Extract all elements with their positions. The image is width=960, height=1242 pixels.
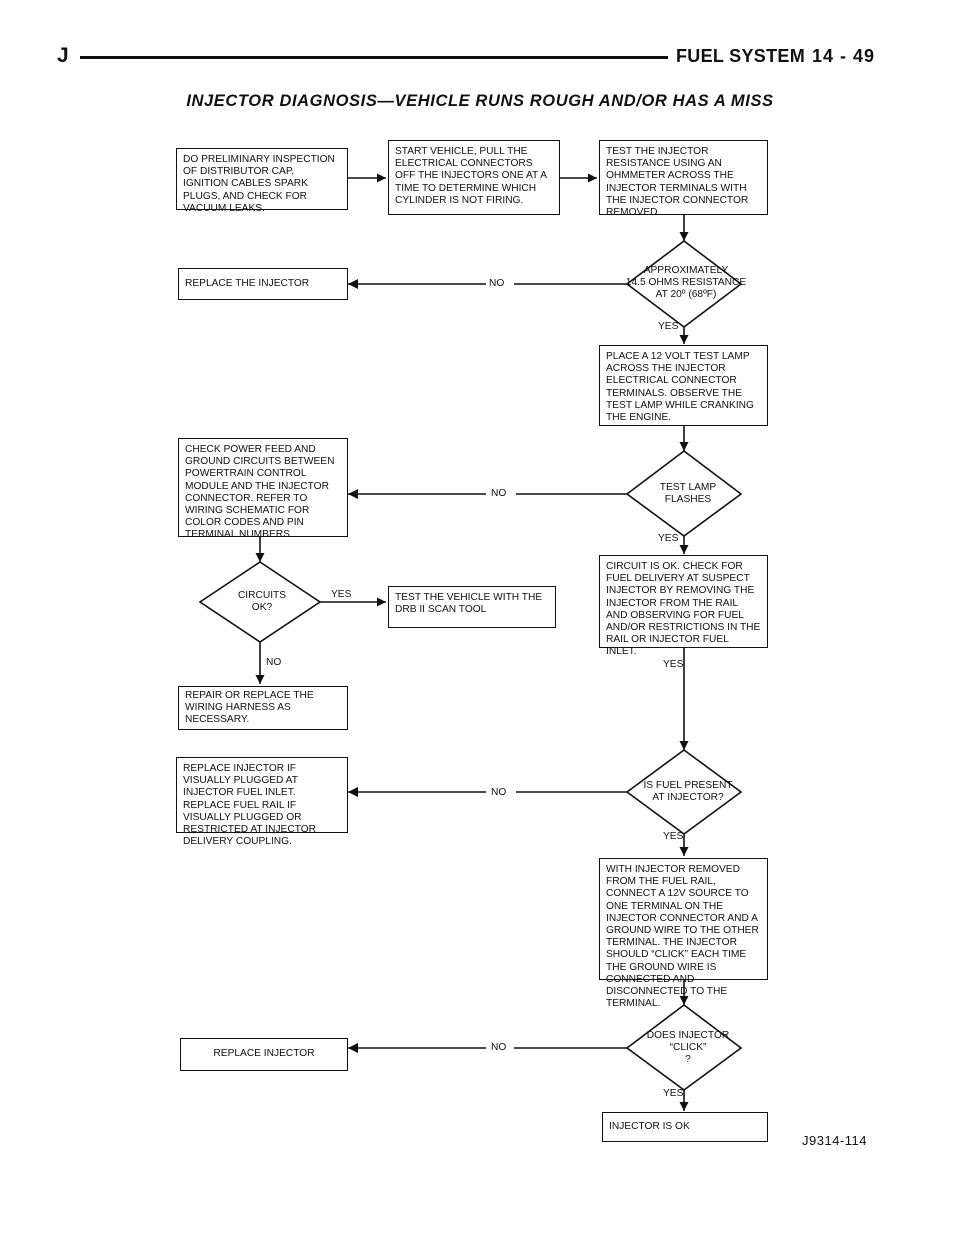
header-rule	[80, 56, 668, 59]
label-no-circuits: NO	[266, 657, 282, 668]
box-check-power-feed: CHECK POWER FEED AND GROUND CIRCUITS BET…	[178, 438, 348, 540]
label-yes-lamp: YES	[658, 533, 679, 544]
label-no-click: NO	[491, 1042, 507, 1053]
figure-id: J9314-114	[802, 1133, 867, 1148]
box-preliminary-inspection: DO PRELIMINARY INSPECTION OF DISTRIBUTOR…	[176, 148, 348, 214]
box-repair-wiring: REPAIR OR REPLACE THE WIRING HARNESS AS …	[178, 686, 348, 730]
box-replace-injector: REPLACE INJECTOR	[180, 1038, 348, 1071]
header-page-number: 14 - 49	[812, 46, 876, 66]
label-no-fuel: NO	[491, 787, 507, 798]
decision-resistance	[625, 239, 743, 329]
box-circuit-is-ok: CIRCUIT IS OK. CHECK FOR FUEL DELIVERY A…	[599, 555, 768, 657]
decision-circuits-text: CIRCUITS OK?	[237, 590, 287, 613]
decision-click-text: DOES INJECTOR “CLICK” ?	[646, 1030, 730, 1065]
box-replace-the-injector: REPLACE THE INJECTOR	[178, 268, 348, 300]
decision-circuits-ok	[198, 561, 322, 643]
box-start-vehicle: START VEHICLE, PULL THE ELECTRICAL CONNE…	[388, 140, 560, 215]
box-test-lamp: PLACE A 12 VOLT TEST LAMP ACROSS THE INJ…	[599, 345, 768, 426]
box-with-injector-removed: WITH INJECTOR REMOVED FROM THE FUEL RAIL…	[599, 858, 768, 1009]
header-section-title: FUEL SYSTEM	[676, 46, 805, 66]
decision-fuel-present	[625, 749, 743, 835]
label-yes-fuel: YES	[663, 831, 684, 842]
label-yes-circuit-ok: YES	[663, 659, 684, 670]
label-yes-resistance: YES	[658, 321, 679, 332]
label-yes-circuits: YES	[331, 589, 352, 600]
decision-resistance-text: APPROXIMATELY 14.5 OHMS RESISTANCE AT 20…	[625, 265, 747, 300]
decision-lamp-text: TEST LAMP FLASHES	[659, 482, 717, 505]
box-test-resistance: TEST THE INJECTOR RESISTANCE USING AN OH…	[599, 140, 768, 218]
box-replace-plugged: REPLACE INJECTOR IF VISUALLY PLUGGED AT …	[176, 757, 348, 847]
box-drb-test: TEST THE VEHICLE WITH THE DRB II SCAN TO…	[388, 586, 556, 628]
decision-lamp-flashes	[625, 449, 743, 537]
flowchart-title: INJECTOR DIAGNOSIS—VEHICLE RUNS ROUGH AN…	[186, 92, 774, 110]
header-letter: J	[57, 44, 69, 67]
label-no-resistance: NO	[489, 278, 505, 289]
decision-fuel-text: IS FUEL PRESENT AT INJECTOR?	[643, 780, 733, 803]
page-header: J FUEL SYSTEM 14 - 49	[0, 44, 960, 78]
box-injector-is-ok: INJECTOR IS OK	[602, 1112, 768, 1142]
label-no-lamp: NO	[491, 488, 507, 499]
label-yes-click: YES	[663, 1088, 684, 1099]
decision-injector-click	[625, 1003, 743, 1091]
